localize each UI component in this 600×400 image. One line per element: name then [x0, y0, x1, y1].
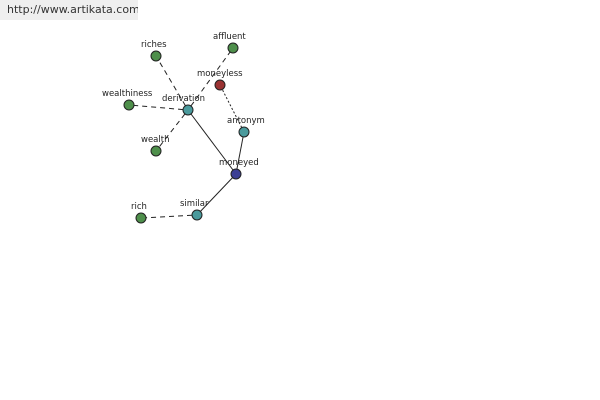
edge-moneyed-derivation: [190, 113, 234, 171]
node-circle[interactable]: [135, 212, 147, 224]
node-moneyless[interactable]: moneyless: [197, 69, 243, 91]
graph-nodes: riches affluent moneyless wealthiness deriva…: [102, 32, 265, 224]
node-circle[interactable]: [214, 79, 226, 91]
node-label: moneyed: [219, 158, 259, 168]
node-label: similar: [180, 199, 209, 209]
graph-edges: [133, 51, 244, 219]
node-similar[interactable]: similar: [180, 199, 209, 221]
edge-derivation-wealth: [158, 113, 186, 148]
edge-similar-rich: [145, 214, 193, 219]
node-affluent[interactable]: affluent: [213, 32, 246, 54]
node-circle[interactable]: [150, 50, 162, 62]
node-label: affluent: [213, 32, 246, 42]
edge-derivation-wealthiness: [133, 104, 184, 111]
node-circle[interactable]: [230, 168, 242, 180]
node-rich[interactable]: rich: [131, 202, 147, 224]
node-moneyed[interactable]: moneyed: [219, 158, 259, 180]
node-label: wealth: [141, 135, 169, 145]
node-circle[interactable]: [123, 99, 135, 111]
node-antonym[interactable]: antonym: [227, 116, 265, 138]
node-wealth[interactable]: wealth: [141, 135, 169, 157]
node-derivation[interactable]: derivation: [162, 94, 205, 116]
node-circle[interactable]: [227, 42, 239, 54]
edge-moneyed-antonym: [236, 136, 244, 170]
node-wealthiness[interactable]: wealthiness: [102, 89, 153, 111]
site-url-banner[interactable]: http://www.artikata.com: [0, 0, 138, 20]
node-label: antonym: [227, 116, 265, 126]
node-label: riches: [141, 40, 167, 50]
edge-moneyed-similar: [200, 177, 233, 212]
edge-derivation-affluent: [190, 51, 231, 107]
node-circle[interactable]: [150, 145, 162, 157]
node-riches[interactable]: riches: [141, 40, 167, 62]
node-label: wealthiness: [102, 89, 153, 99]
node-label: rich: [131, 202, 147, 212]
node-circle[interactable]: [238, 126, 250, 138]
node-label: moneyless: [197, 69, 243, 79]
node-label: derivation: [162, 94, 205, 104]
node-circle[interactable]: [182, 104, 194, 116]
edge-antonym-moneyless: [221, 89, 243, 128]
node-circle[interactable]: [191, 209, 203, 221]
